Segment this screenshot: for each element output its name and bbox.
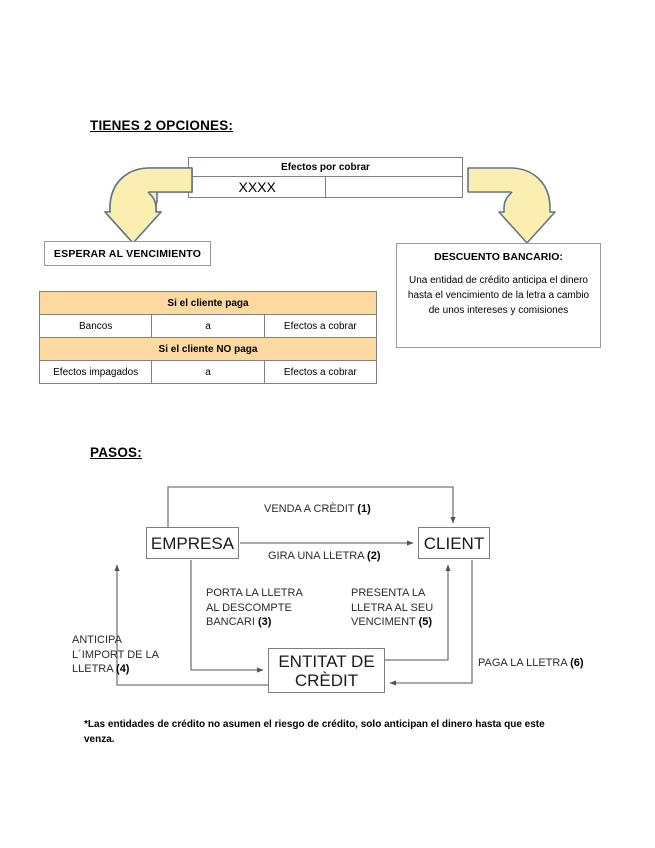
asiento-nopaga-debit: Efectos impagados [38, 360, 153, 384]
asiento-paga-a: a [151, 314, 265, 338]
option-esperar-label: ESPERAR AL VENCIMIENTO [53, 247, 202, 260]
page-title-pasos: PASOS: [90, 445, 142, 460]
table-row: Efectos por cobrar [188, 157, 463, 177]
asiento-paga-debit: Bancos [38, 314, 153, 338]
asiento-paga-credit: Efectos a cobrar [263, 314, 378, 338]
efectos-debit-cell: XXXX [187, 176, 327, 198]
flow-node-empresa-label: EMPRESA [150, 533, 235, 553]
table-row-header-paga: Si el cliente paga [39, 291, 377, 315]
page-title-opciones: TIENES 2 OPCIONES: [90, 118, 234, 133]
flow-node-empresa: EMPRESA [146, 527, 239, 559]
flow-connectors [114, 486, 473, 686]
footnote-text: *Las entidades de crédito no asumen el r… [84, 719, 545, 745]
option-esperar-box: ESPERAR AL VENCIMIENTO [44, 241, 211, 266]
flow-node-client: CLIENT [418, 527, 490, 559]
bent-arrow-down-right [467, 167, 556, 244]
bent-arrow-down-left [104, 167, 193, 244]
descuento-title: DESCUENTO BANCARIO: [434, 251, 563, 263]
flow-label-step1: VENDA A CRÈDIT (1) [264, 503, 371, 515]
flow-label-step4: ANTICIPA L´IMPORT DE LA LLETRA (4) [72, 634, 160, 675]
table-row-entry-paga: Bancos a Efectos a cobrar [38, 314, 378, 338]
option-descuento-box: DESCUENTO BANCARIO: Una entidad de crédi… [396, 243, 601, 348]
flow-label-step3: PORTA LA LLETRA AL DESCOMPTE BANCARI (3) [206, 587, 303, 628]
flow-label-step5: PRESENTA LA LLETRA AL SEU VENCIMENT (5) [351, 587, 434, 628]
descuento-body: Una entidad de crédito anticipa el diner… [407, 275, 590, 316]
asiento-nopaga-credit: Efectos a cobrar [263, 360, 378, 384]
table-row: XXXX [187, 176, 463, 198]
flow-node-client-label: CLIENT [423, 533, 485, 553]
efectos-header-cell: Efectos por cobrar [188, 157, 463, 177]
table-row-header-nopaga: Si el cliente NO paga [39, 337, 377, 361]
flow-label-step6: PAGA LA LLETRA (6) [478, 657, 584, 669]
asiento-header-nopaga: Si el cliente NO paga [39, 337, 377, 361]
flow-node-entitat-label: ENTITAT DE CRÈDIT [278, 651, 375, 690]
efectos-credit-cell [325, 176, 463, 198]
flow-label-step2: GIRA UNA LLETRA (2) [268, 550, 381, 562]
flow-node-entitat-de-credit: ENTITAT DE CRÈDIT [268, 648, 385, 693]
asiento-header-paga: Si el cliente paga [39, 291, 377, 315]
table-row-entry-nopaga: Efectos impagados a Efectos a cobrar [38, 360, 378, 384]
asiento-nopaga-a: a [151, 360, 265, 384]
efectos-por-cobrar-table: Efectos por cobrar XXXX [187, 157, 463, 198]
pasos-flow-diagram: EMPRESA CLIENT ENTITAT DE CRÈDIT VENDA A… [0, 470, 655, 710]
asiento-table: Si el cliente paga Bancos a Efectos a co… [38, 291, 378, 384]
